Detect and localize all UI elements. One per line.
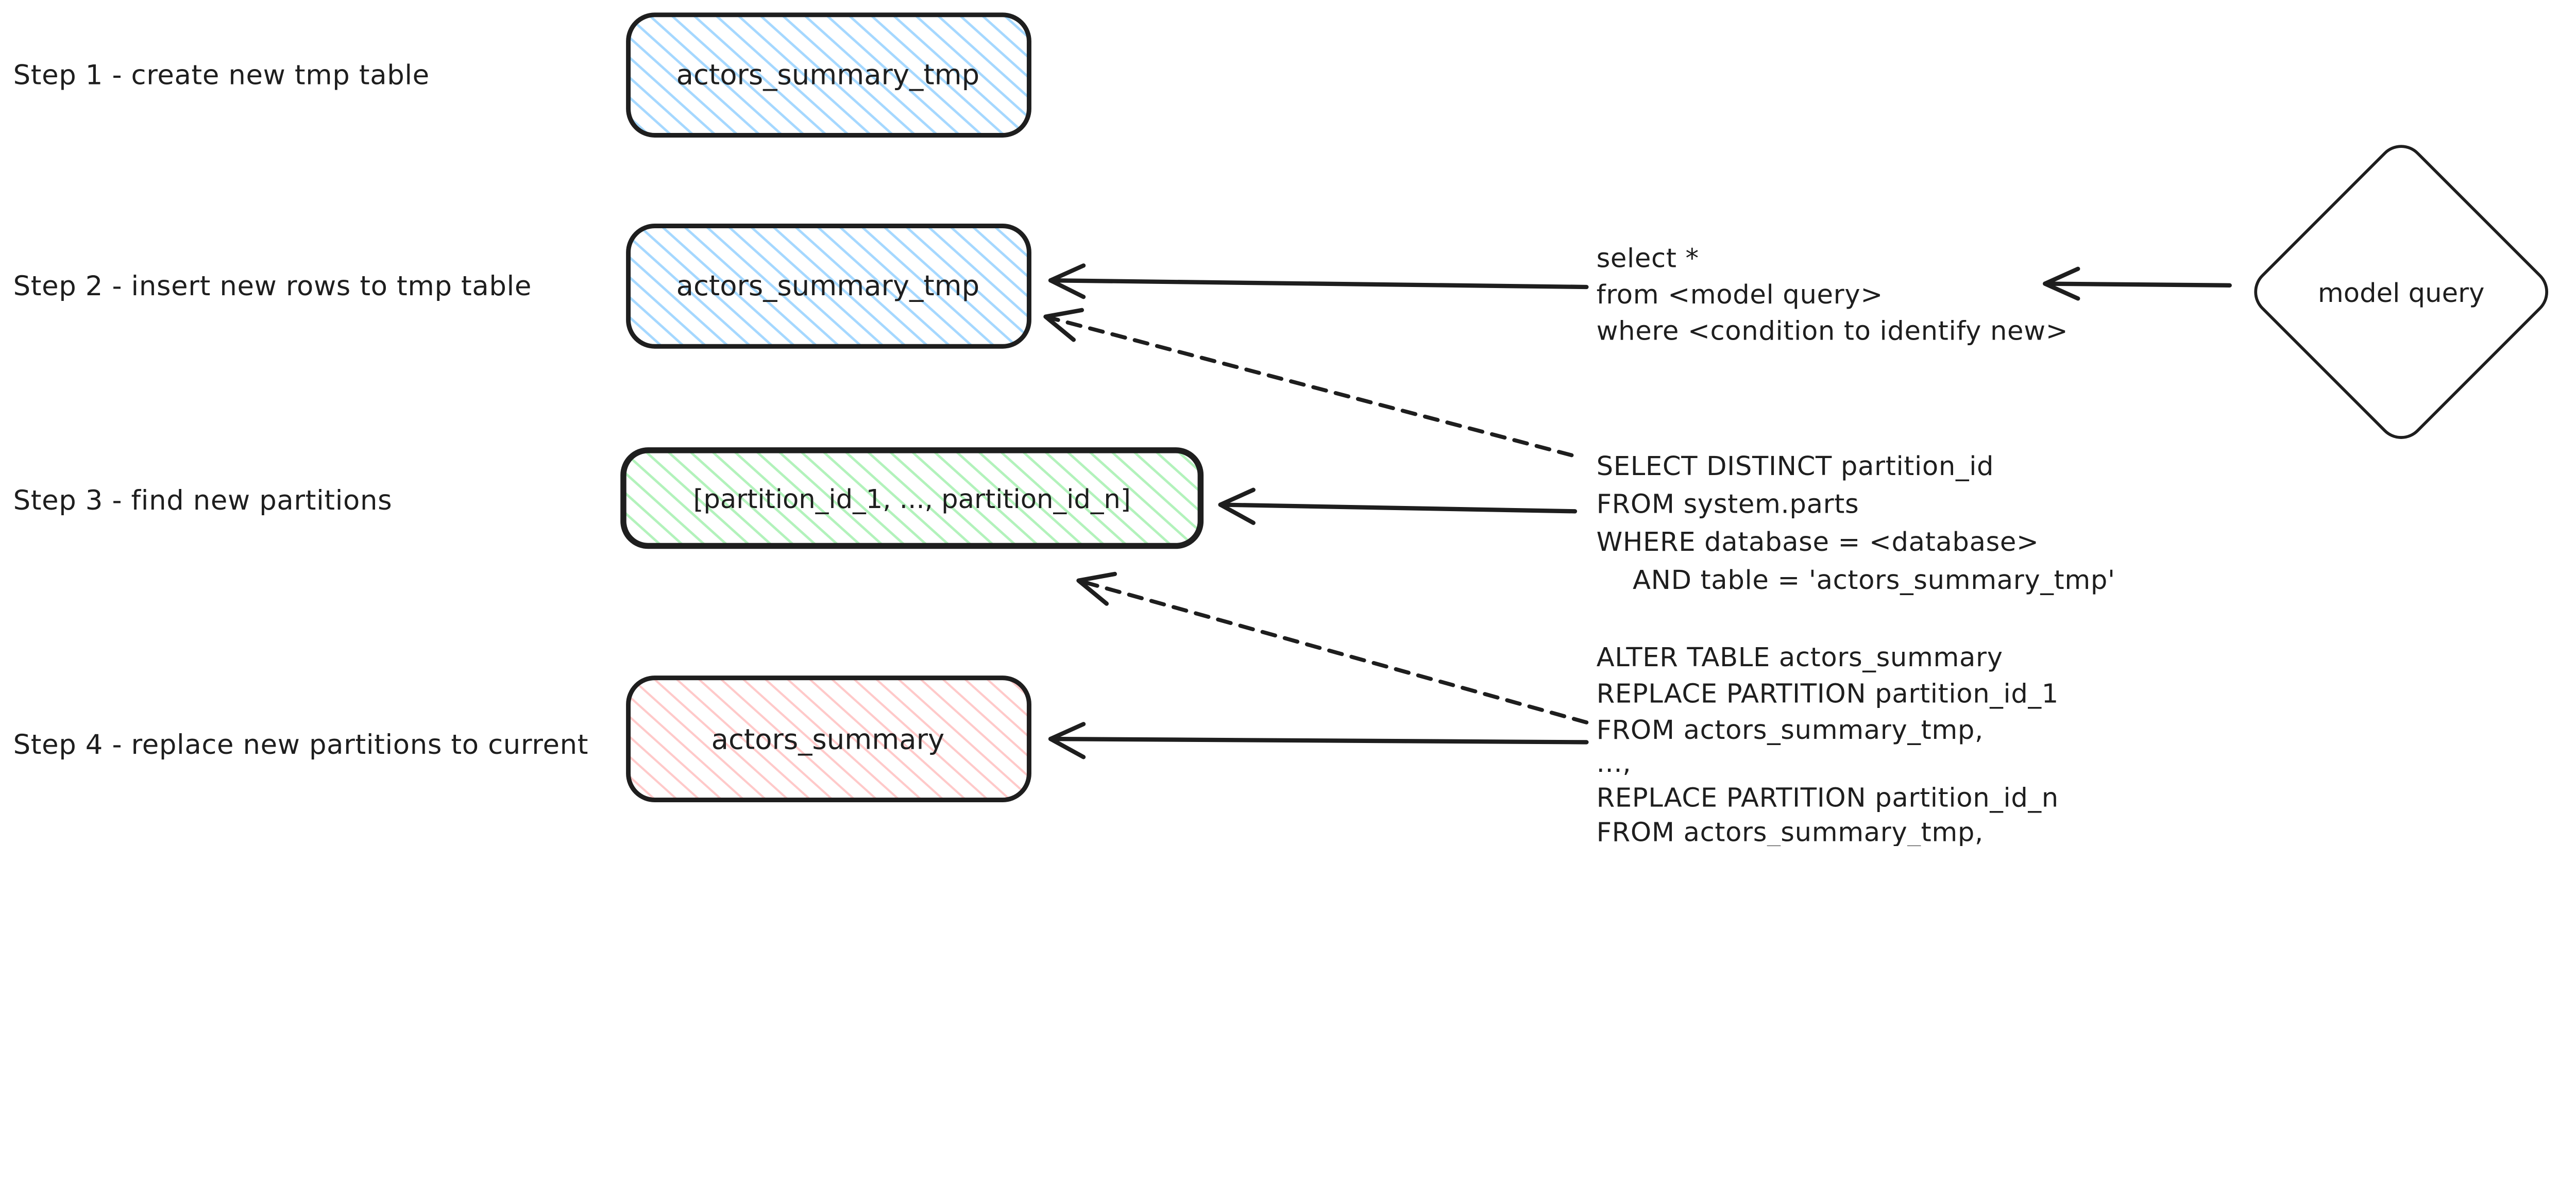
arrow-sql3-to-partitions-shaft (1218, 502, 1578, 514)
sql-block-step3: SELECT DISTINCT partition_id FROM system… (1597, 451, 2115, 596)
sql-line: select * (1597, 243, 1699, 274)
node-box-step1: actors_summary_tmp (626, 12, 1031, 138)
sql-line: from <model query> (1597, 279, 1883, 310)
arrow-sql3-to-partitions (1218, 487, 1578, 525)
arrow-sql2-to-tmp-table (1048, 263, 1589, 299)
node-box-step2-label: actors_summary_tmp (676, 269, 980, 302)
sql-line: ..., (1597, 748, 1632, 779)
node-box-step4: actors_summary (626, 676, 1031, 802)
arrow-sql2-to-tmp-table-head (1048, 263, 1086, 299)
sql-line: FROM actors_summary_tmp, (1597, 715, 1984, 746)
node-box-step2-rect (626, 224, 1031, 349)
node-box-step1-rect (626, 12, 1031, 138)
dashed-arrow-sql3-to-tmp-table-shaft (1043, 314, 1574, 458)
dashed-arrow-sql3-to-tmp-table (1043, 308, 1574, 458)
step-2-label: Step 2 - insert new rows to tmp table (13, 271, 532, 302)
arrow-sql3-to-partitions-head (1218, 487, 1256, 525)
node-box-step4-label: actors_summary (711, 722, 945, 755)
dashed-arrow-sql4-to-partitions-head (1076, 571, 1117, 606)
dashed-arrow-sql4-to-partitions-shaft (1076, 578, 1589, 724)
sql-line: REPLACE PARTITION partition_id_1 (1597, 679, 2059, 710)
sql-line: FROM system.parts (1597, 489, 1859, 520)
step-4-label: Step 4 - replace new partitions to curre… (13, 729, 588, 761)
node-box-step1-label: actors_summary_tmp (676, 58, 980, 91)
arrow-sql4-to-actors-summary-shaft (1048, 736, 1589, 745)
arrow-model-query-to-sql-shaft (2043, 281, 2232, 288)
step-1-label: Step 1 - create new tmp table (13, 59, 430, 91)
step-3-label: Step 3 - find new partitions (13, 485, 393, 516)
node-box-step4-rect (626, 676, 1031, 802)
node-box-step3-label: [partition_id_1, ..., partition_id_n] (693, 484, 1130, 515)
model-query-diamond-shape (2254, 145, 2549, 439)
sql-line: FROM actors_summary_tmp, (1597, 817, 1984, 847)
sql-block-step2: select * from <model query> where <condi… (1597, 243, 2069, 347)
diagram-canvas: Step 1 - create new tmp table Step 2 - i… (13, 12, 2549, 847)
sql-line: REPLACE PARTITION partition_id_n (1597, 782, 2059, 813)
dashed-arrow-sql3-to-tmp-table-head (1043, 308, 1084, 342)
arrow-sql2-to-tmp-table-shaft (1048, 278, 1589, 290)
arrow-model-query-to-sql-head (2043, 266, 2080, 301)
node-box-step3-rect (620, 447, 1204, 549)
arrow-sql4-to-actors-summary-head (1048, 722, 1086, 759)
arrow-sql4-to-actors-summary (1048, 722, 1589, 759)
node-box-step2: actors_summary_tmp (626, 224, 1031, 349)
sql-line: ALTER TABLE actors_summary (1597, 642, 2003, 673)
sql-line: where <condition to identify new> (1597, 315, 2069, 346)
model-query-diamond: model query (2254, 145, 2549, 439)
dashed-arrow-sql4-to-partitions (1076, 571, 1589, 724)
sql-line: WHERE database = <database> (1597, 527, 2039, 558)
sql-line: SELECT DISTINCT partition_id (1597, 451, 1994, 482)
model-query-diamond-label: model query (2318, 278, 2485, 309)
sql-block-step4: ALTER TABLE actors_summary REPLACE PARTI… (1597, 642, 2059, 846)
sql-line: AND table = 'actors_summary_tmp' (1633, 565, 2115, 596)
arrow-model-query-to-sql (2043, 266, 2232, 301)
node-box-step3: [partition_id_1, ..., partition_id_n] (620, 447, 1204, 549)
